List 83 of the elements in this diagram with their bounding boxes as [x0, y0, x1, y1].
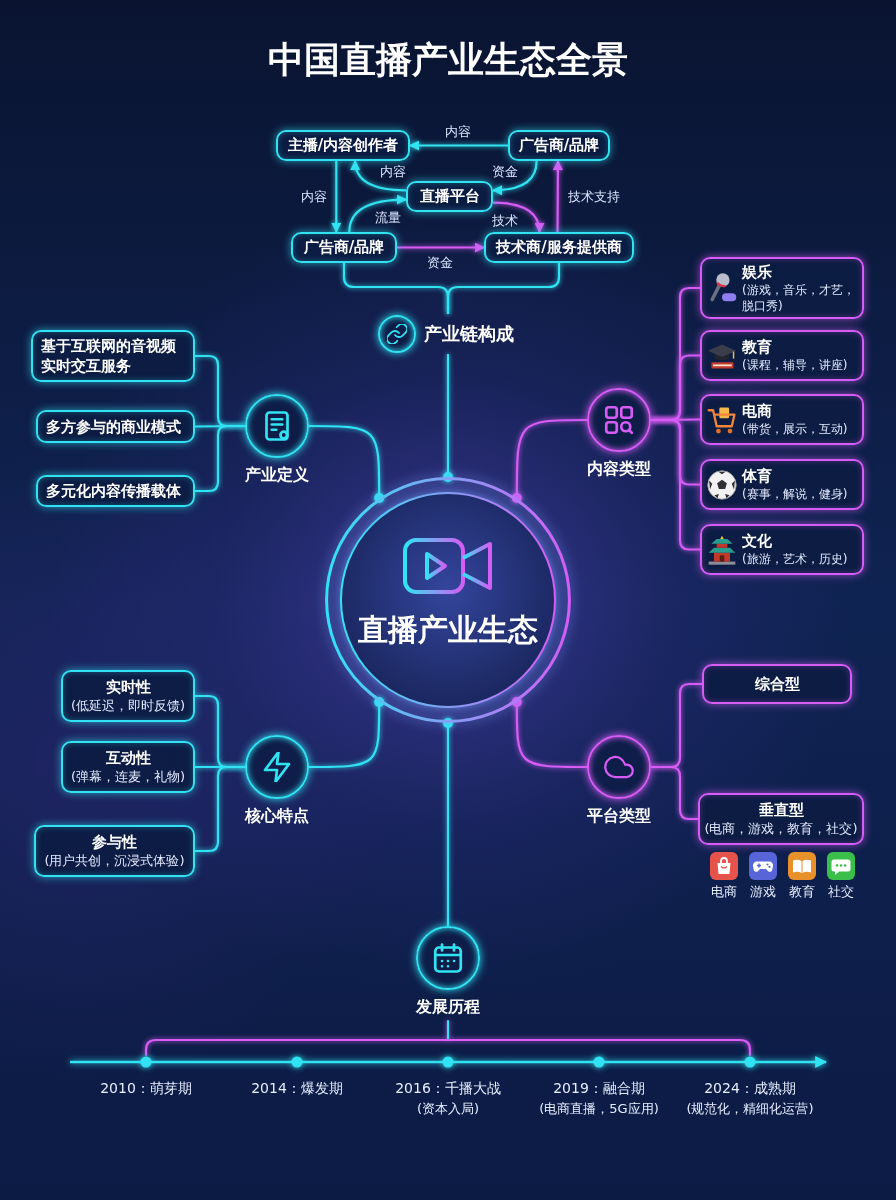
center-title: 直播产业生态 — [358, 611, 538, 649]
box-text: (游戏，音乐，才艺，脱口秀) — [742, 281, 856, 314]
timeline-label: 2019：融合期 — [553, 1079, 645, 1097]
box-text: (电商，游戏，教育，社交) — [704, 819, 858, 838]
arrow — [552, 160, 563, 232]
arrow — [492, 201, 544, 233]
timeline-label: 2010：萌芽期 — [100, 1079, 192, 1097]
icon-caption: 教育 — [789, 883, 815, 901]
box-heading: 教育 — [742, 338, 772, 357]
arrow — [409, 140, 508, 151]
box-heading: 电商 — [742, 402, 772, 421]
box-text: (低延迟，即时反馈) — [70, 696, 186, 715]
icon-caption: 游戏 — [750, 883, 776, 901]
info-box — [700, 459, 864, 510]
box-heading: 体育 — [742, 467, 772, 486]
connector-line — [443, 718, 453, 926]
icon-caption: 电商 — [711, 883, 737, 901]
connector-line — [443, 354, 453, 482]
arrow — [397, 242, 485, 253]
flow-box: 广告商/品牌 — [291, 232, 397, 263]
box-text: (课程，辅导，讲座) — [742, 357, 848, 373]
box-heading: 实时性 — [105, 677, 151, 697]
box-heading: 垂直型 — [758, 800, 804, 820]
info-box — [700, 394, 864, 445]
connector-line — [195, 765, 245, 853]
arrow — [331, 161, 342, 233]
hub-label: 产业定义 — [245, 464, 309, 486]
info-box: 基于互联网的音视频实时交互服务 — [31, 330, 195, 382]
arrow — [492, 160, 538, 196]
box-heading: 参与性 — [92, 832, 137, 852]
info-box — [702, 664, 852, 704]
flow-box: 广告商/品牌 — [508, 130, 610, 161]
hub-label: 产业链构成 — [424, 322, 514, 346]
timeline-label: (电商直播，5G应用) — [539, 1100, 659, 1118]
info-box: 多方参与的商业模式 — [36, 410, 195, 443]
box-heading: 互动性 — [105, 748, 151, 768]
edge-label: 技术支持 — [568, 189, 620, 205]
icon-caption: 社交 — [828, 883, 854, 901]
info-box — [34, 825, 195, 877]
info-box — [700, 524, 864, 575]
arrow — [348, 194, 407, 233]
connector-line — [195, 424, 245, 493]
edge-label: 资金 — [492, 164, 518, 180]
edge-label: 内容 — [445, 124, 471, 140]
timeline-label: (资本入局) — [416, 1100, 480, 1118]
flow-box: 技术商/服务提供商 — [484, 232, 634, 263]
timeline-label: (规范化，精细化运营) — [686, 1100, 814, 1118]
timeline-label: 2024：成熟期 — [704, 1079, 796, 1097]
box-text: (赛事，解说，健身) — [742, 486, 848, 502]
title: 中国直播产业生态全景 — [268, 38, 628, 82]
hub-label: 核心特点 — [245, 805, 309, 827]
edge-label: 技术 — [492, 213, 518, 229]
connector-line — [511, 697, 587, 769]
hub-label: 平台类型 — [587, 805, 651, 827]
timeline-label: 2014：爆发期 — [251, 1079, 343, 1097]
connector-line — [309, 424, 385, 503]
box-text: (带货，展示，互动) — [742, 421, 848, 437]
box-text: (弹幕，连麦，礼物) — [70, 767, 186, 786]
info-box — [698, 793, 864, 845]
info-box — [700, 330, 864, 381]
box-text: (用户共创，沉浸式体验) — [44, 851, 185, 870]
connector-line — [309, 697, 385, 769]
edge-label: 内容 — [301, 189, 327, 205]
hub-label: 发展历程 — [416, 996, 480, 1018]
box-text: (旅游，艺术，历史) — [742, 551, 848, 567]
box-heading: 文化 — [742, 532, 772, 551]
flow-box: 主播/内容创作者 — [276, 130, 410, 161]
box-heading: 娱乐 — [742, 262, 772, 282]
info-box: 多元化内容传播载体 — [36, 475, 195, 507]
info-box — [700, 257, 864, 319]
arrow — [350, 160, 407, 192]
edge-label: 流量 — [375, 210, 401, 226]
connector-line — [446, 263, 561, 314]
info-box — [61, 670, 195, 722]
connector-line — [651, 418, 700, 551]
flow-box: 直播平台 — [406, 181, 493, 212]
edge-label: 内容 — [380, 164, 406, 180]
hub-label: 内容类型 — [587, 458, 651, 480]
box-heading: 综合型 — [754, 674, 800, 694]
info-box — [61, 741, 195, 793]
connector-line — [511, 418, 587, 503]
timeline-label: 2016：千播大战 — [395, 1079, 501, 1097]
edge-label: 资金 — [427, 255, 453, 271]
